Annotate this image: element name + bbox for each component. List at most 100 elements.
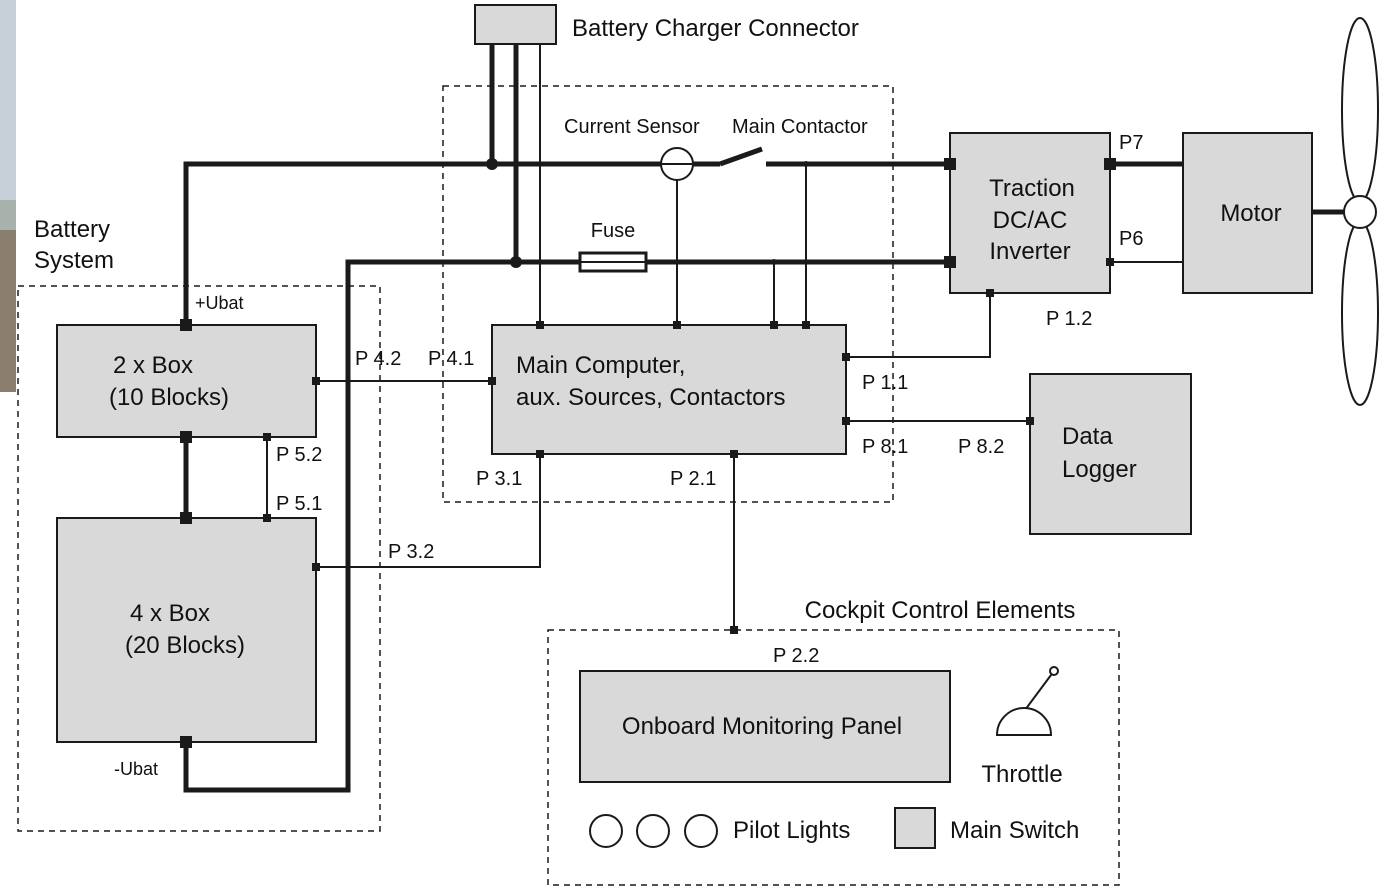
port-square bbox=[673, 321, 681, 329]
port-square bbox=[263, 514, 271, 522]
signal-wiring bbox=[266, 44, 1183, 630]
port-square bbox=[730, 626, 738, 634]
contactor-switch-blade bbox=[719, 146, 763, 167]
inverter-block bbox=[949, 132, 1111, 294]
motor-label: Motor bbox=[1220, 200, 1281, 227]
negative-bus-line bbox=[183, 259, 580, 793]
battery-system-title-line1: Battery bbox=[34, 216, 110, 243]
terminal-square bbox=[1104, 158, 1116, 170]
port-square bbox=[536, 450, 544, 458]
main-computer-enclosure bbox=[442, 85, 894, 503]
inverter-label-line1: Traction bbox=[989, 175, 1075, 202]
junction-dot bbox=[486, 158, 498, 170]
terminal-square bbox=[944, 256, 956, 268]
monitoring-panel-block bbox=[579, 670, 951, 783]
main-switch-label: Main Switch bbox=[950, 817, 1079, 844]
main-computer-label-line1: Main Computer, bbox=[516, 352, 685, 379]
data-logger-block bbox=[1029, 373, 1192, 535]
port-square bbox=[770, 321, 778, 329]
box4-label-line1: 4 x Box bbox=[130, 600, 210, 627]
p1-link bbox=[846, 293, 991, 358]
motor-block bbox=[1182, 132, 1313, 294]
port-p1-1-label: P 1.1 bbox=[862, 372, 908, 394]
propeller-icon bbox=[1341, 17, 1379, 406]
battery-system-enclosure bbox=[17, 285, 381, 832]
port-square bbox=[802, 321, 810, 329]
terminal-square bbox=[180, 512, 192, 524]
box4-label-line2: (20 Blocks) bbox=[125, 632, 245, 659]
port-square bbox=[986, 289, 994, 297]
main-computer-label-line2: aux. Sources, Contactors bbox=[516, 384, 785, 411]
port-p8-2-label: P 8.2 bbox=[958, 436, 1004, 458]
box2-label-line2: (10 Blocks) bbox=[109, 384, 229, 411]
junction-dot bbox=[771, 259, 777, 265]
terminal-square bbox=[944, 158, 956, 170]
port-square bbox=[842, 353, 850, 361]
pilot-light-icon bbox=[684, 814, 718, 848]
port-p3-1-label: P 3.1 bbox=[476, 468, 522, 490]
group-enclosures bbox=[17, 85, 1120, 886]
port-p6-label: P6 bbox=[1119, 228, 1143, 250]
inverter-label-line2: DC/AC bbox=[993, 207, 1068, 234]
port-square bbox=[312, 377, 320, 385]
cockpit-title: Cockpit Control Elements bbox=[805, 597, 1076, 624]
port-p2-2-label: P 2.2 bbox=[773, 645, 819, 667]
pilot-light-icon bbox=[589, 814, 623, 848]
p3-link bbox=[316, 454, 541, 568]
terminal-square bbox=[180, 319, 192, 331]
main-computer-block bbox=[491, 324, 847, 455]
throttle-base bbox=[995, 707, 1053, 736]
port-p7-label: P7 bbox=[1119, 132, 1143, 154]
port-square bbox=[536, 321, 544, 329]
throttle-knob bbox=[1049, 666, 1059, 676]
main-switch-icon bbox=[894, 807, 936, 849]
port-p2-1-label: P 2.1 bbox=[670, 468, 716, 490]
terminals bbox=[180, 158, 1116, 748]
port-square bbox=[488, 377, 496, 385]
plus-ubat-label: +Ubat bbox=[195, 293, 244, 313]
port-square bbox=[1106, 258, 1114, 266]
throttle-lever bbox=[1024, 670, 1055, 711]
battery-system-title-line2: System bbox=[34, 247, 114, 274]
main-contactor-label: Main Contactor bbox=[732, 116, 868, 138]
minus-ubat-label: -Ubat bbox=[114, 759, 158, 779]
cockpit-enclosure bbox=[547, 629, 1120, 886]
power-wiring bbox=[183, 44, 1345, 793]
pilot-lights-label: Pilot Lights bbox=[733, 817, 850, 844]
box2-block bbox=[56, 324, 317, 438]
pilot-light-icon bbox=[636, 814, 670, 848]
junction-dot bbox=[803, 161, 809, 167]
throttle-icon bbox=[995, 666, 1059, 736]
port-p1-2-label: P 1.2 bbox=[1046, 308, 1092, 330]
port-square bbox=[1026, 417, 1034, 425]
terminal-square bbox=[180, 736, 192, 748]
junction-dot bbox=[510, 256, 522, 268]
monitoring-panel-label: Onboard Monitoring Panel bbox=[622, 713, 902, 740]
data-logger-label-line2: Logger bbox=[1062, 456, 1137, 483]
fuse-label: Fuse bbox=[591, 220, 635, 242]
throttle-label: Throttle bbox=[981, 761, 1062, 788]
junctions bbox=[486, 158, 809, 268]
box4-block bbox=[56, 517, 317, 743]
charger-connector-label: Battery Charger Connector bbox=[572, 15, 859, 42]
pilot-lights-icons bbox=[589, 814, 718, 848]
port-square bbox=[730, 450, 738, 458]
port-square bbox=[842, 417, 850, 425]
photo-sky bbox=[0, 0, 16, 200]
propeller-blade bbox=[1341, 220, 1379, 406]
background-photo-fragment bbox=[0, 0, 16, 392]
charger-connector-box bbox=[474, 4, 557, 45]
port-p4-2-label: P 4.2 bbox=[355, 348, 401, 370]
terminal-square bbox=[180, 431, 192, 443]
propeller-hub bbox=[1343, 195, 1377, 229]
photo-ground bbox=[0, 230, 16, 392]
port-p5-1-label: P 5.1 bbox=[276, 493, 322, 515]
port-p5-2-label: P 5.2 bbox=[276, 444, 322, 466]
component-boxes bbox=[56, 4, 1313, 849]
port-p8-1-label: P 8.1 bbox=[862, 436, 908, 458]
port-square bbox=[312, 563, 320, 571]
data-logger-label-line1: Data bbox=[1062, 423, 1113, 450]
port-p3-2-label: P 3.2 bbox=[388, 541, 434, 563]
port-square bbox=[263, 433, 271, 441]
port-p4-1-label: P 4.1 bbox=[428, 348, 474, 370]
